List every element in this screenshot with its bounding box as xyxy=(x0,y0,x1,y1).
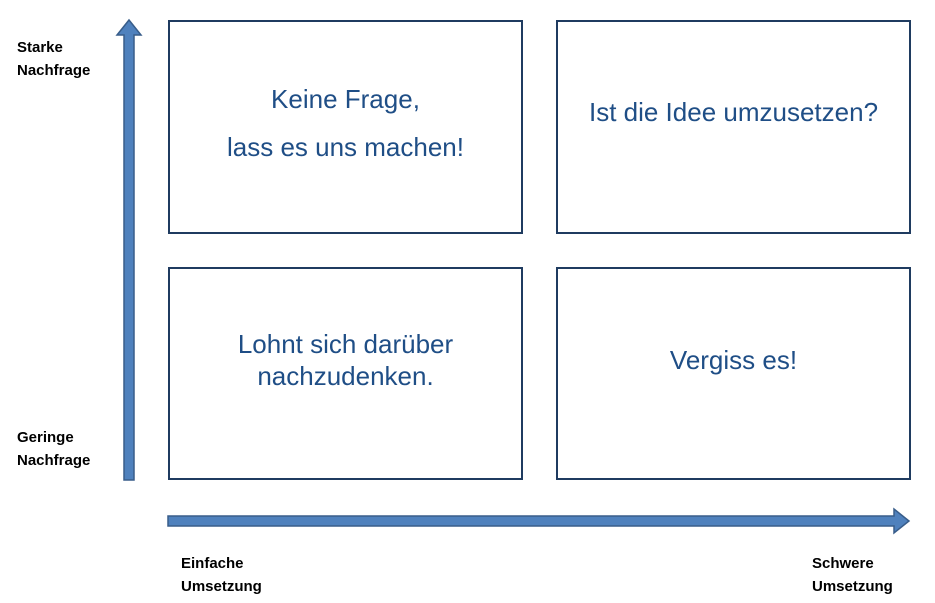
quadrant-bottom-right-text: Vergiss es! xyxy=(670,344,797,376)
quadrant-top-right-line1: Ist die Idee umzusetzen? xyxy=(588,97,879,127)
quadrant-top-left: Keine Frage, lass es uns machen! xyxy=(168,20,523,234)
quadrant-top-left-text: Keine Frage, lass es uns machen! xyxy=(227,75,464,171)
y-axis-top-label-line1: Starke xyxy=(17,39,63,56)
quadrant-top-right: Ist die Idee umzusetzen? xyxy=(556,20,911,234)
x-axis-right-label: Schwere Umsetzung xyxy=(812,552,893,598)
quadrant-bottom-left: Lohnt sich darüber nachzudenken. xyxy=(168,267,523,480)
quadrant-bottom-left-line1: Lohnt sich darüber xyxy=(237,328,454,359)
quadrant-top-left-line2: lass es uns machen! xyxy=(226,132,464,162)
x-axis-arrow xyxy=(167,507,911,535)
y-axis-bottom-label-line2: Nachfrage xyxy=(17,452,91,469)
y-axis-arrow xyxy=(115,18,143,481)
y-axis-top-label-line2: Nachfrage xyxy=(17,62,91,79)
quadrant-bottom-left-text: Lohnt sich darüber nachzudenken. xyxy=(238,328,453,392)
quadrant-bottom-right-line1: Vergiss es! xyxy=(669,344,798,375)
x-axis-left-label-line2: Umsetzung xyxy=(181,578,262,595)
y-axis-bottom-label: Geringe Nachfrage xyxy=(17,426,90,472)
x-axis-left-label: Einfache Umsetzung xyxy=(181,552,262,598)
y-axis-top-label: Starke Nachfrage xyxy=(17,36,90,82)
quadrant-top-left-line1: Keine Frage, xyxy=(271,84,420,114)
x-axis-right-label-line1: Schwere xyxy=(812,555,874,572)
quadrant-bottom-left-line2: nachzudenken. xyxy=(257,360,434,391)
x-axis-right-label-line2: Umsetzung xyxy=(812,578,893,595)
quadrant-top-right-text: Ist die Idee umzusetzen? xyxy=(589,96,878,128)
y-axis-bottom-label-line1: Geringe xyxy=(17,429,74,446)
quadrant-bottom-right: Vergiss es! xyxy=(556,267,911,480)
x-axis-left-label-line1: Einfache xyxy=(181,555,244,572)
